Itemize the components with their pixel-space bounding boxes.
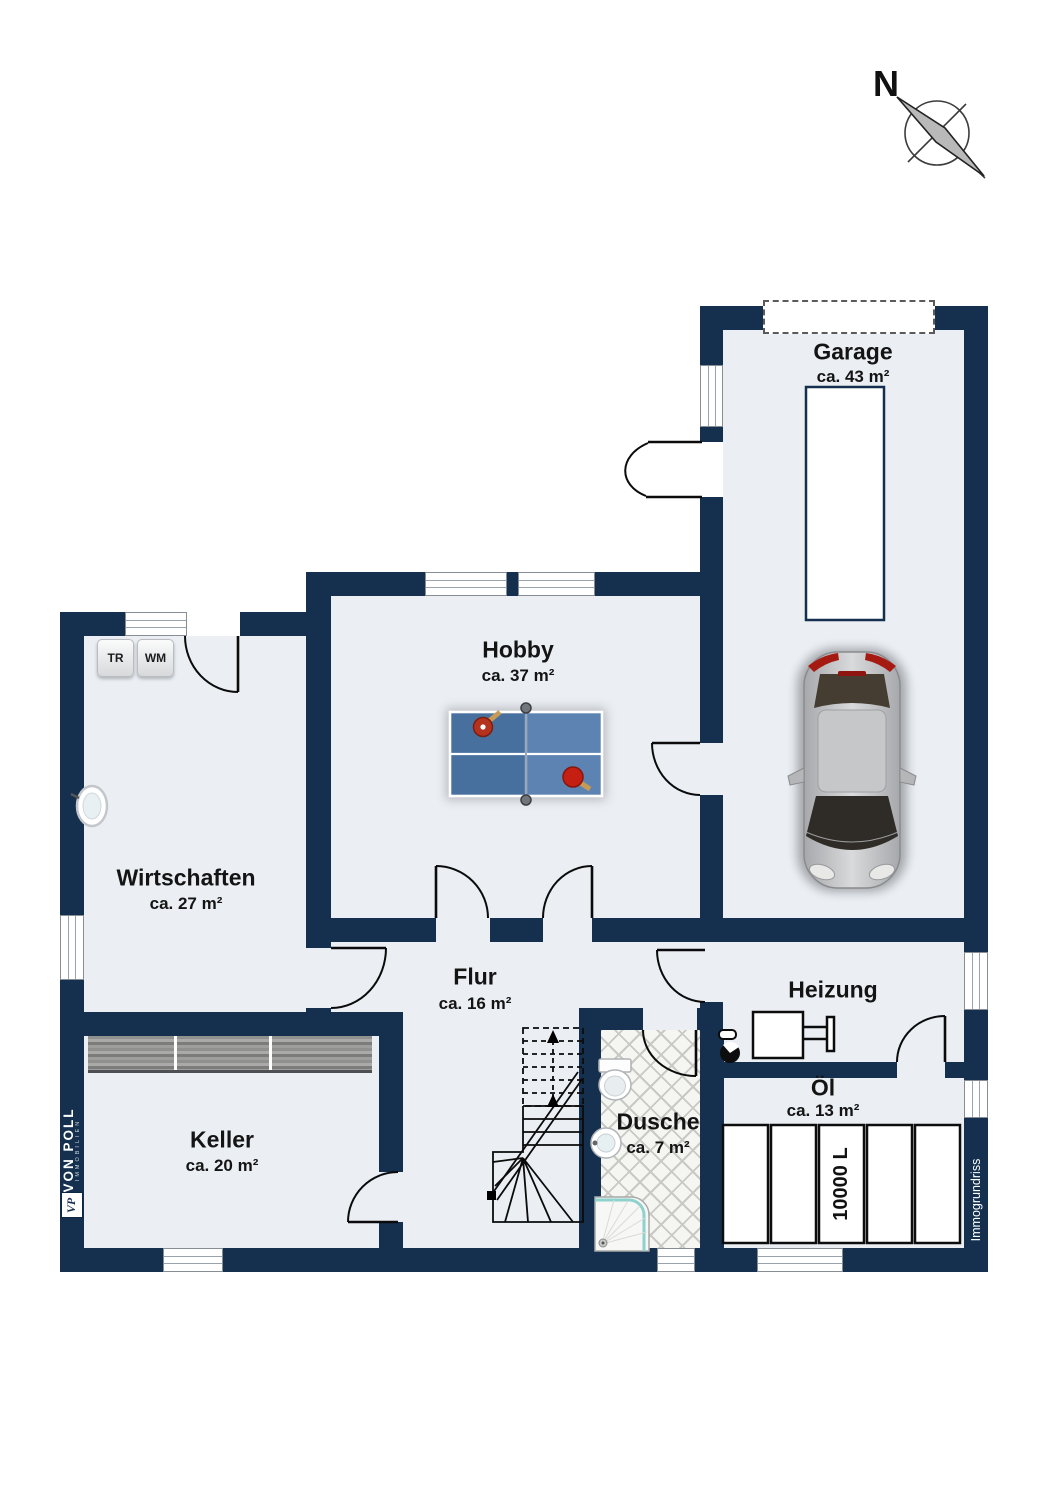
shelf-edge — [88, 1070, 372, 1073]
wall-heizung-oel-b — [945, 1062, 964, 1078]
room-label-hobby: Hobby — [482, 636, 554, 663]
wall-middle-c — [592, 918, 988, 942]
shelf — [88, 1036, 372, 1070]
window-dusche-south — [657, 1248, 695, 1272]
dryer-label: TR — [107, 651, 124, 665]
wall-wirtschaften-east-a — [306, 572, 331, 948]
watermark-label: Immogrundriss — [969, 1158, 983, 1242]
brand-logo-text: VP — [64, 1197, 79, 1213]
room-area-wirtschaften: ca. 27 m² — [149, 894, 223, 913]
room-area-hobby: ca. 37 m² — [481, 666, 555, 685]
wall-keller-top — [60, 1012, 403, 1036]
room-label-keller: Keller — [190, 1126, 254, 1153]
room-label-heizung: Heizung — [788, 976, 878, 1003]
wall-hobby-top — [306, 572, 723, 596]
compass-north-label: N — [873, 63, 899, 104]
wall-dusche-top-b — [697, 1008, 723, 1030]
entry-door-opening — [187, 612, 240, 636]
wall-heizung-oel-a — [723, 1062, 897, 1078]
wall-garage-west-b — [700, 497, 723, 743]
garage-floor — [700, 306, 988, 942]
window-oel-east — [964, 1080, 988, 1118]
brand-logo: VP — [61, 1192, 83, 1218]
shelf-divider — [269, 1036, 272, 1070]
wall-garage-west-c — [700, 795, 723, 918]
brand-name: VON POLL — [61, 1107, 76, 1193]
window-heizung-east — [964, 952, 988, 1010]
compass-icon — [896, 96, 986, 179]
window-wirtschaften-west — [60, 915, 84, 980]
window-garage-west — [700, 365, 723, 427]
room-area-flur: ca. 16 m² — [438, 994, 512, 1013]
room-area-dusche: ca. 7 m² — [626, 1138, 690, 1157]
room-area-keller: ca. 20 m² — [185, 1156, 259, 1175]
washer-label: WM — [144, 651, 167, 665]
window-hobby-2 — [518, 572, 595, 596]
room-label-flur: Flur — [453, 963, 497, 990]
wall-dusche-west — [579, 1030, 601, 1248]
room-label-oel: Öl — [810, 1074, 836, 1101]
wall-dusche-oel — [700, 1030, 724, 1272]
wall-keller-east-a — [379, 1036, 403, 1172]
wall-right-outer — [964, 306, 988, 1272]
room-label-dusche: Dusche — [616, 1108, 700, 1135]
brand-subtitle: IMMOBILIEN — [75, 1118, 81, 1182]
room-label-wirtschaften: Wirtschaften — [116, 864, 256, 891]
room-area-garage: ca. 43 m² — [816, 367, 890, 386]
wall-middle-b — [490, 918, 543, 942]
window-hobby-1 — [425, 572, 507, 596]
dryer-box: TR — [97, 639, 134, 677]
window-wirtschaften-top — [125, 612, 187, 636]
garage-side-door-opening — [700, 442, 723, 497]
room-label-garage: Garage — [813, 338, 893, 365]
wall-keller-east-b — [379, 1222, 403, 1248]
wall-dusche-top-a — [579, 1008, 643, 1030]
garage-door-dashed — [763, 300, 935, 334]
oil-tank-capacity-label: 10000 L — [829, 1147, 852, 1221]
shelf-divider — [174, 1036, 177, 1070]
room-area-oel: ca. 13 m² — [786, 1101, 860, 1120]
washer-box: WM — [137, 639, 174, 677]
hobby-floor — [306, 572, 723, 942]
window-oel-south — [757, 1248, 843, 1272]
window-keller-south — [163, 1248, 223, 1272]
